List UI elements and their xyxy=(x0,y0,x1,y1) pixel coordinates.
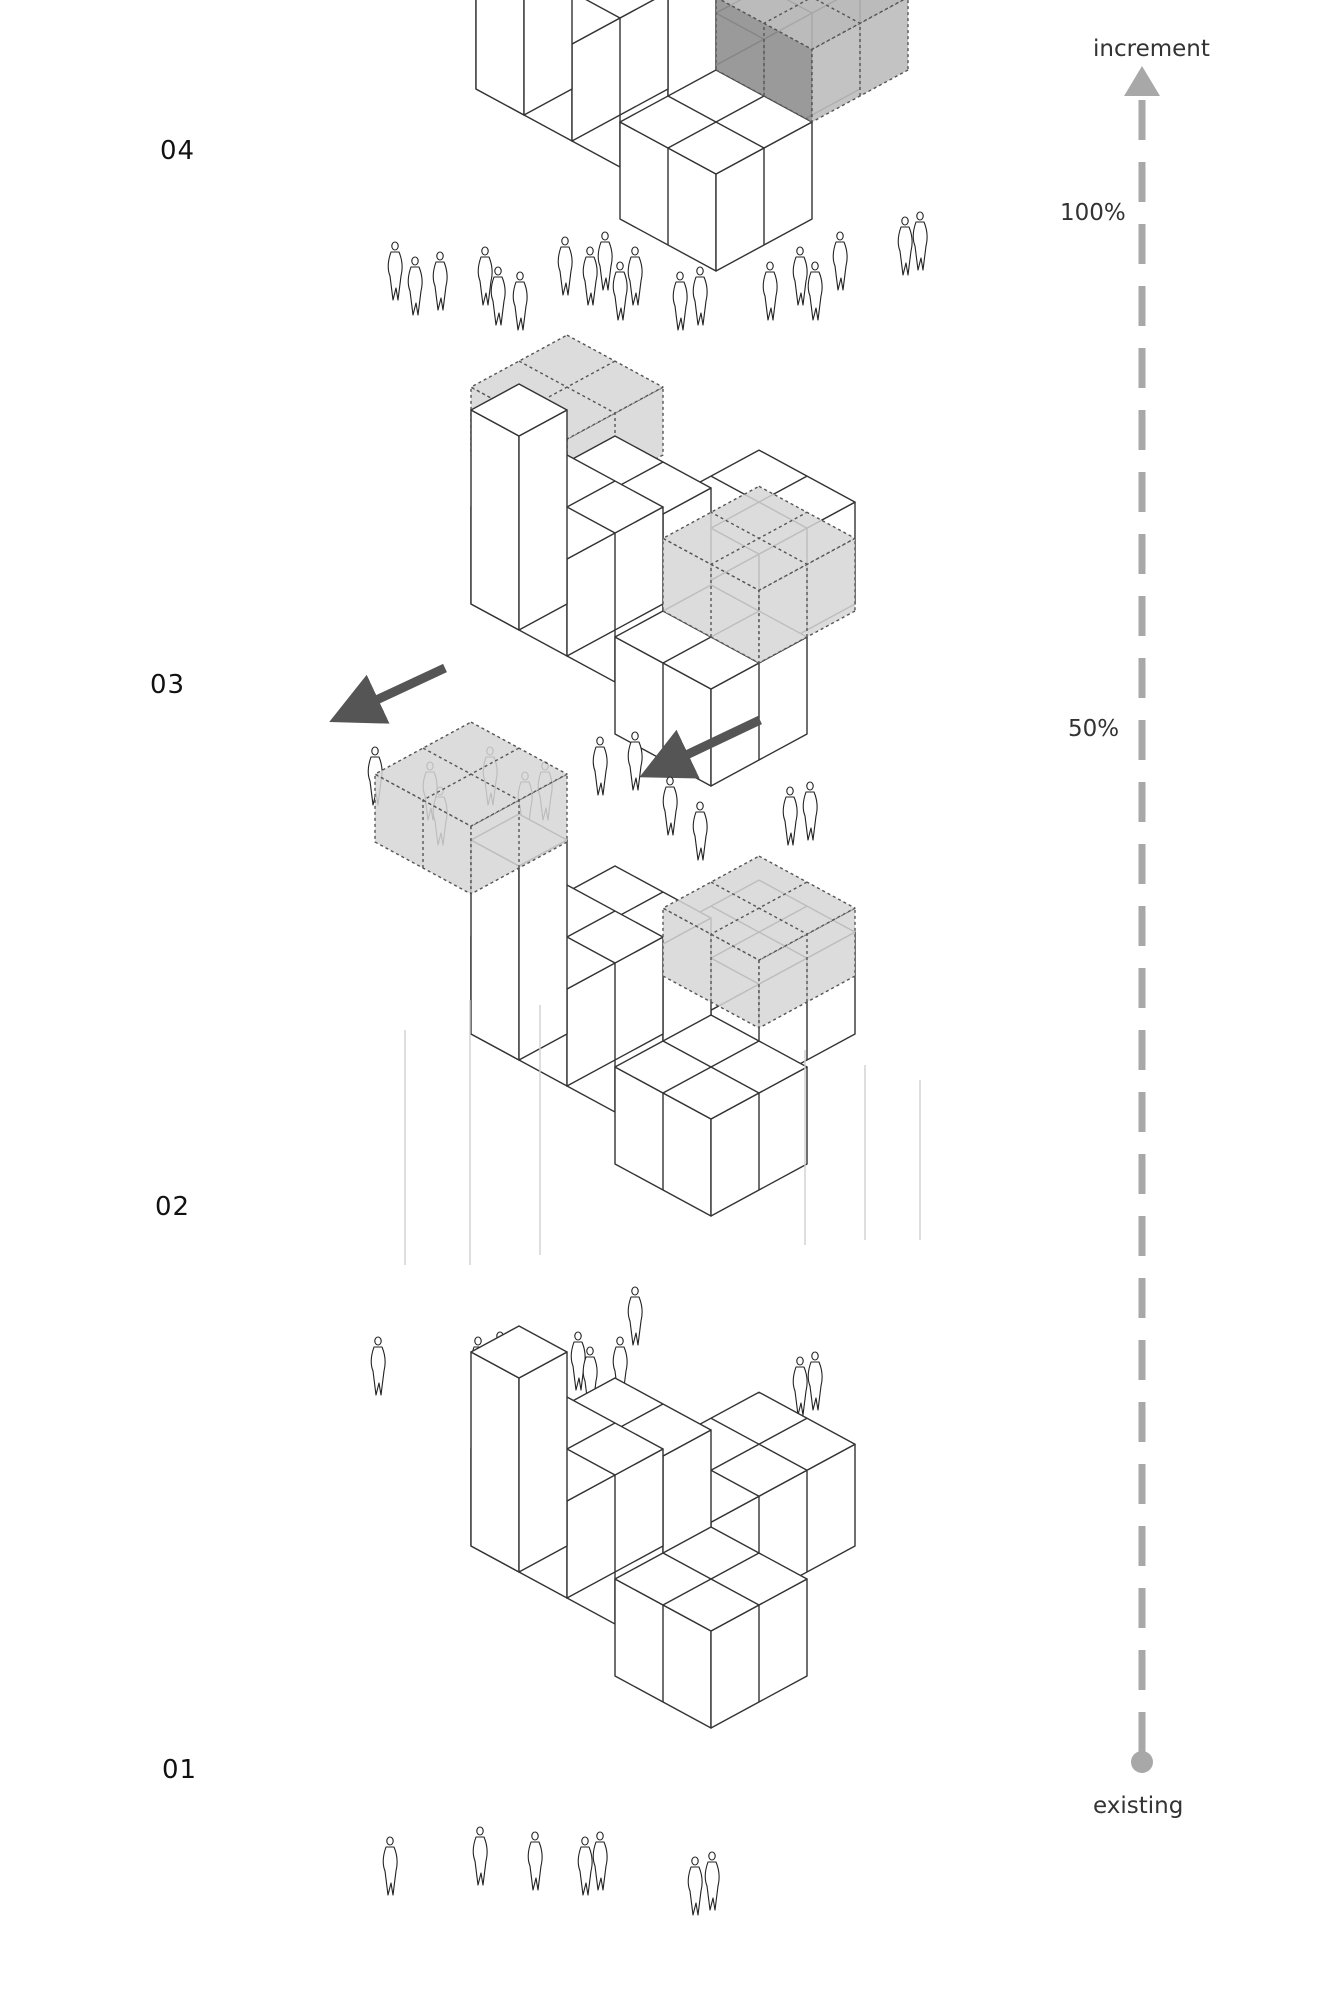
stage02-person-11 xyxy=(807,1351,823,1411)
stage03-person-8 xyxy=(627,731,643,791)
stage04-person-1 xyxy=(387,241,403,301)
stage02-person-10 xyxy=(792,1356,808,1416)
stage02-person-6 xyxy=(570,1331,586,1391)
stage03-added-volume-right xyxy=(662,485,856,664)
stage04-person-2 xyxy=(407,256,423,316)
stage02-right-wing xyxy=(614,1014,808,1217)
stage04-person-14 xyxy=(762,261,778,321)
stage04-left-tower xyxy=(475,0,573,116)
stage04-person-13 xyxy=(692,266,708,326)
stage04-person-4 xyxy=(477,246,493,306)
arrow-extension-left xyxy=(329,663,447,724)
stage02-person-1 xyxy=(370,1336,386,1396)
stage-02-volumes xyxy=(370,721,921,1416)
stage04-person-5 xyxy=(490,266,506,326)
axis-label-existing: existing xyxy=(1093,1793,1184,1819)
axis-mark-100: 100% xyxy=(1060,200,1126,226)
stage04-added-dark-right xyxy=(715,0,909,123)
stage01-person-3 xyxy=(527,1831,543,1891)
stage02-person-9 xyxy=(627,1286,643,1346)
stage04-person-17 xyxy=(832,231,848,291)
axis-arrowhead-up-icon xyxy=(1124,66,1160,96)
stage04-person-8 xyxy=(582,246,598,306)
stage03-left-tower xyxy=(470,383,568,631)
stage03-person-12 xyxy=(802,781,818,841)
stage01-person-2 xyxy=(472,1826,488,1886)
stage04-person-3 xyxy=(432,251,448,311)
stage-04-volumes xyxy=(387,0,928,331)
stage04-person-18 xyxy=(897,216,913,276)
stage01-right-wing xyxy=(614,1526,808,1729)
stage03-person-9 xyxy=(662,776,678,836)
growth-axis xyxy=(1124,66,1160,1773)
stage01-person-1 xyxy=(382,1836,398,1896)
stage04-person-6 xyxy=(512,271,528,331)
stage03-person-7 xyxy=(592,736,608,796)
stage04-person-7 xyxy=(557,236,573,296)
axis-label-increment: increment xyxy=(1093,36,1210,62)
stage04-person-16 xyxy=(807,261,823,321)
stage04-person-15 xyxy=(792,246,808,306)
stage04-person-12 xyxy=(672,271,688,331)
stage04-person-11 xyxy=(627,246,643,306)
axis-origin-dot-icon xyxy=(1131,1751,1153,1773)
stage-label-04: 04 xyxy=(160,136,196,166)
stage-label-03: 03 xyxy=(150,670,186,700)
stage03-person-10 xyxy=(692,801,708,861)
stage-label-02: 02 xyxy=(155,1192,191,1222)
stage01-left-tower xyxy=(470,1325,568,1573)
stage-label-01: 01 xyxy=(162,1755,198,1785)
stage04-person-9 xyxy=(597,231,613,291)
stage01-person-7 xyxy=(704,1851,720,1911)
axis-mark-50: 50% xyxy=(1068,716,1120,742)
stage02-new-volume-left xyxy=(374,721,568,895)
stage01-person-4 xyxy=(577,1836,593,1896)
stage-01-volumes xyxy=(382,1325,856,1916)
arrow-extension-right xyxy=(639,715,762,779)
stage04-person-19 xyxy=(912,211,928,271)
stage01-person-5 xyxy=(592,1831,608,1891)
stage03-person-11 xyxy=(782,786,798,846)
stage04-person-10 xyxy=(612,261,628,321)
stage01-person-6 xyxy=(687,1856,703,1916)
stage02-new-volume-right xyxy=(662,855,856,1029)
